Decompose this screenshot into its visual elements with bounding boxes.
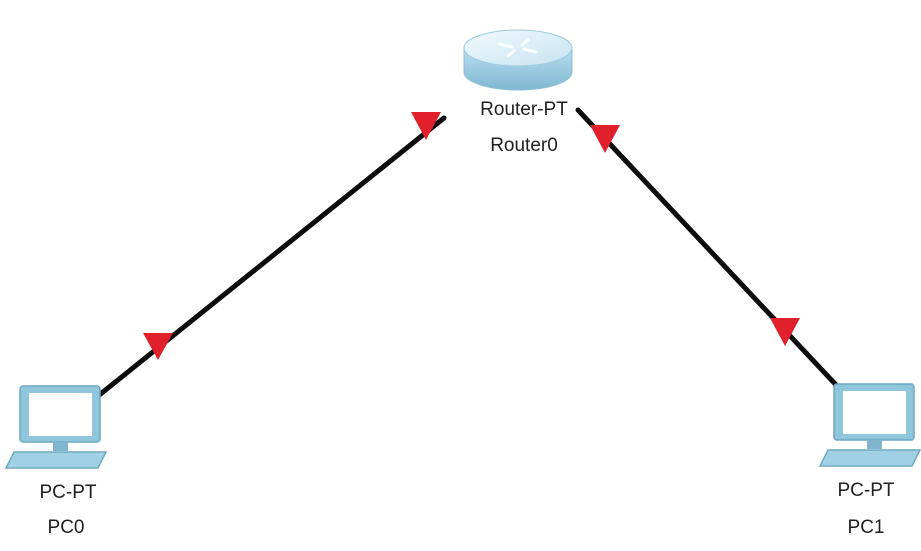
link-status-pc1-end: [770, 318, 800, 346]
link-status-router0-left-end: [411, 112, 441, 140]
pc1-device[interactable]: PC-PT PC1: [818, 383, 921, 538]
pc-icon: [4, 385, 108, 469]
pc0-type-label: PC-PT: [40, 482, 97, 503]
link-status-pc0-end: [143, 333, 173, 360]
router0-type-label: Router-PT: [480, 99, 568, 120]
router0-name-label: Router0: [490, 135, 558, 156]
pc1-name-label: PC1: [848, 517, 885, 538]
cable-router0-pc1[interactable]: [575, 107, 841, 390]
router0-device[interactable]: Router-PT Router0: [463, 29, 573, 156]
router-icon: [463, 29, 573, 91]
pc0-name-label: PC0: [48, 517, 85, 538]
cable-pc0-router0[interactable]: [95, 115, 447, 399]
link-status-router0-right-end: [590, 125, 620, 153]
pc-icon: [818, 383, 921, 467]
pc1-type-label: PC-PT: [838, 480, 895, 501]
pc0-device[interactable]: PC-PT PC0: [4, 385, 108, 538]
